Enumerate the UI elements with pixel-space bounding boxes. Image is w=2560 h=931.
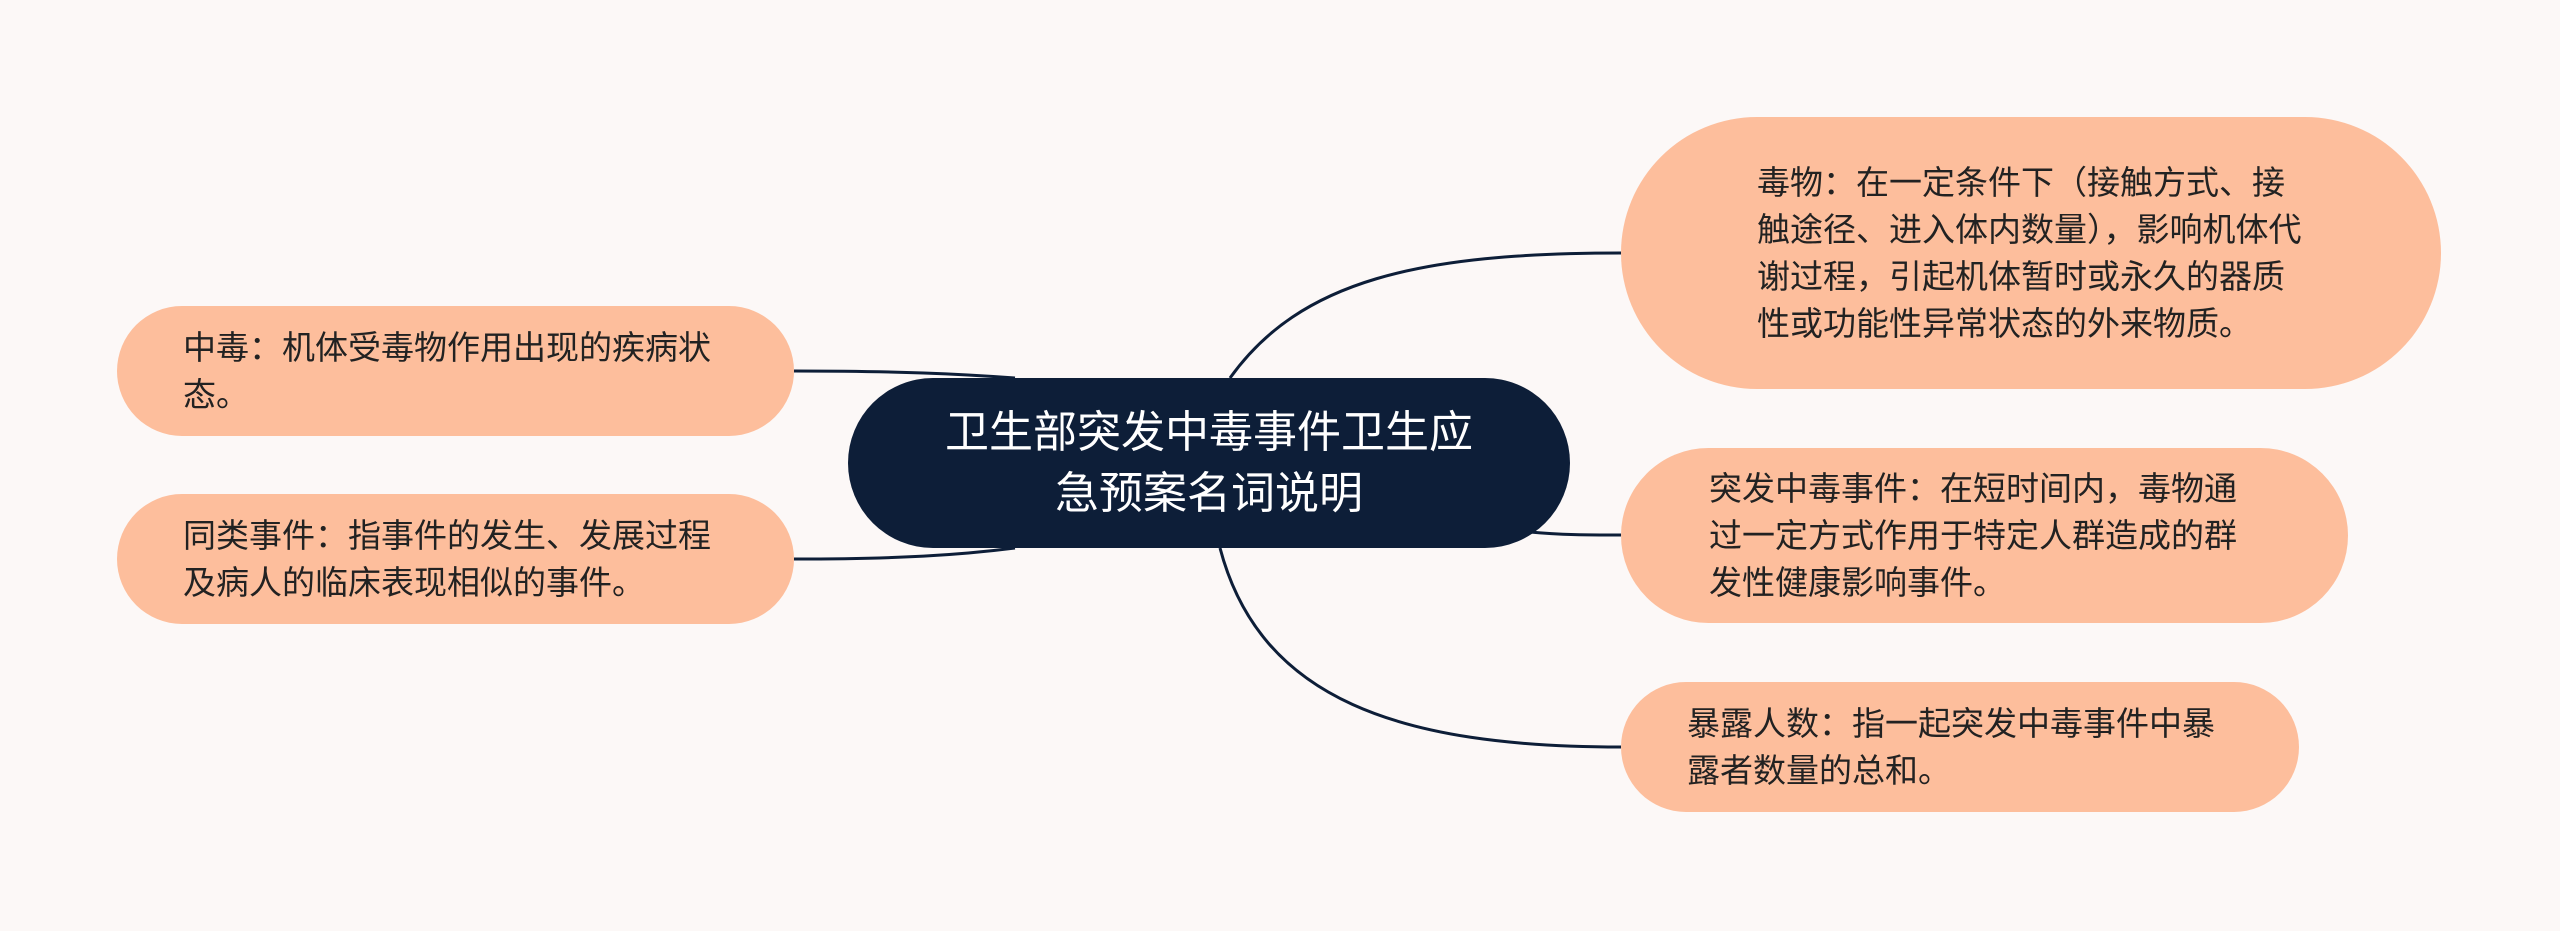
branch-text-duwu: 毒物：在一定条件下（接触方式、接触途径、进入体内数量），影响机体代谢过程，引起机… [1757,163,2302,343]
branch-text-zhongdu: 中毒：机体受毒物作用出现的疾病状态。 [183,328,711,414]
branch-node-duwu[interactable]: 毒物：在一定条件下（接触方式、接触途径、进入体内数量），影响机体代谢过程，引起机… [1621,117,2441,389]
branch-text-tufa: 突发中毒事件：在短时间内，毒物通过一定方式作用于特定人群造成的群发性健康影响事件… [1709,469,2237,602]
branch-node-zhongdu[interactable]: 中毒：机体受毒物作用出现的疾病状态。 [117,306,794,436]
connector-zhongdu [793,369,1016,380]
connector-duwu [1228,251,1622,379]
central-topic[interactable]: 卫生部突发中毒事件卫生应急预案名词说明 [848,378,1570,548]
connector-baolu [1218,547,1622,749]
connector-tufa [1529,530,1622,537]
branch-node-baolu[interactable]: 暴露人数：指一起突发中毒事件中暴露者数量的总和。 [1621,682,2299,812]
central-topic-text: 卫生部突发中毒事件卫生应急预案名词说明 [945,407,1473,519]
branch-node-tonglei[interactable]: 同类事件：指事件的发生、发展过程及病人的临床表现相似的事件。 [117,494,794,624]
connector-tonglei [793,546,1016,561]
branch-text-tonglei: 同类事件：指事件的发生、发展过程及病人的临床表现相似的事件。 [183,516,711,602]
branch-node-tufa[interactable]: 突发中毒事件：在短时间内，毒物通过一定方式作用于特定人群造成的群发性健康影响事件… [1621,448,2348,623]
branch-text-baolu: 暴露人数：指一起突发中毒事件中暴露者数量的总和。 [1687,704,2215,790]
